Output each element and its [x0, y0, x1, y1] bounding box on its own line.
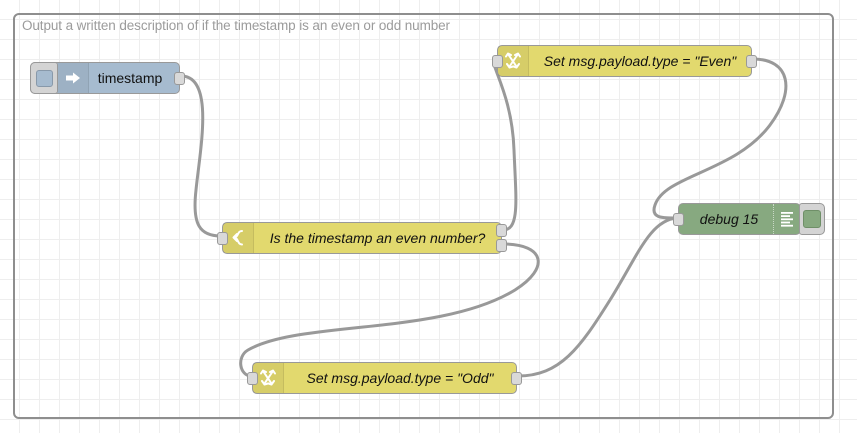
switch-branch-icon [223, 223, 254, 253]
wire-odd-to-debug [516, 216, 679, 378]
node-change-even[interactable]: Set msg.payload.type = "Even" [492, 45, 757, 77]
node-inject-label: timestamp [97, 70, 163, 86]
switch-input-port[interactable] [217, 232, 228, 245]
node-inject-timestamp[interactable]: timestamp [30, 62, 185, 94]
wire-inject-to-switch [179, 74, 223, 238]
wire-switch-to-even [492, 57, 518, 232]
change-swap-icon [253, 363, 284, 393]
change-even-output-port-0[interactable] [746, 55, 757, 68]
node-switch-even-check[interactable]: Is the timestamp an even number? [217, 222, 507, 254]
node-debug[interactable]: debug 15 [673, 203, 825, 235]
change-odd-output-port-0[interactable] [511, 372, 522, 385]
node-switch-label: Is the timestamp an even number? [269, 230, 486, 246]
wire-even-to-debug [652, 57, 788, 220]
node-change-odd-label: Set msg.payload.type = "Odd" [306, 370, 494, 386]
change-odd-input-port[interactable] [247, 372, 258, 385]
debug-input-port[interactable] [673, 213, 684, 226]
flow-description-label: Output a written description of if the t… [22, 18, 450, 33]
debug-enable-toggle[interactable] [799, 203, 825, 235]
debug-stream-icon [773, 204, 800, 234]
change-swap-icon [498, 46, 529, 76]
inject-trigger-button[interactable] [30, 62, 58, 94]
debug-enable-toggle-inner [803, 210, 821, 228]
node-change-even-label: Set msg.payload.type = "Even" [543, 53, 737, 69]
switch-output-port-0[interactable] [496, 224, 507, 237]
node-change-odd[interactable]: Set msg.payload.type = "Odd" [247, 362, 522, 394]
inject-output-port-0[interactable] [174, 72, 185, 85]
switch-output-port-1[interactable] [496, 239, 507, 252]
inject-trigger-button-inner [35, 69, 53, 87]
inject-arrow-icon [58, 63, 89, 93]
wire-switch-to-odd [239, 242, 540, 378]
node-debug-label: debug 15 [699, 211, 759, 227]
change-even-input-port[interactable] [492, 55, 503, 68]
